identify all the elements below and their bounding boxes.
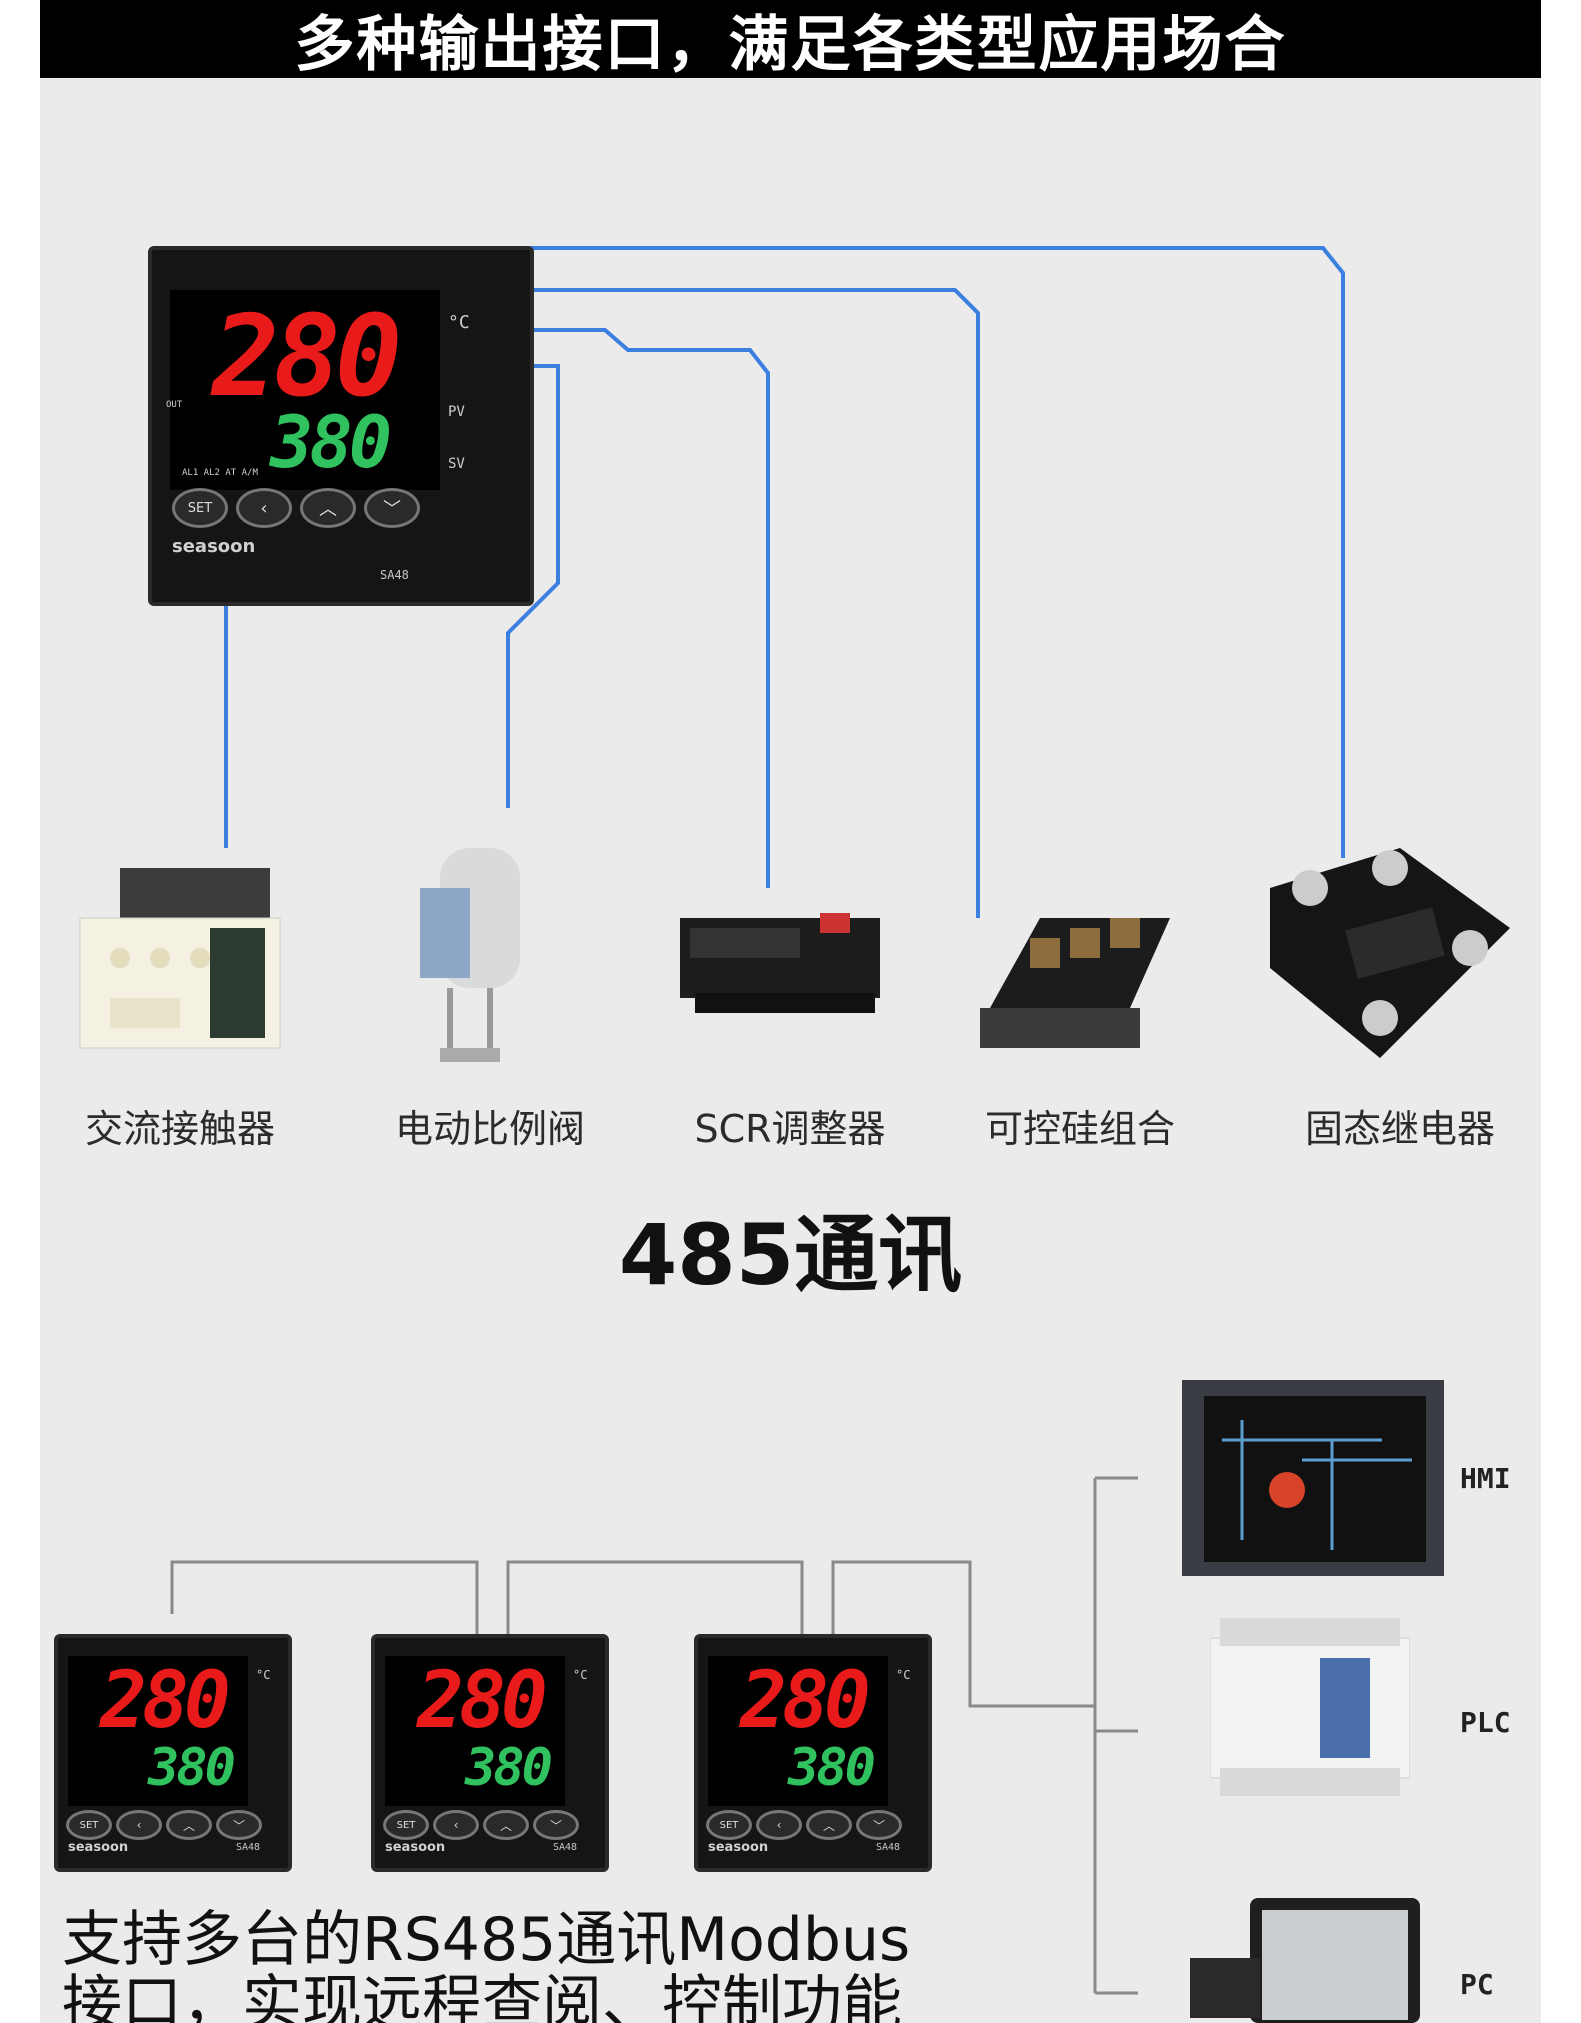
brand-label: seasoon — [68, 1840, 129, 1855]
brand-label: seasoon — [172, 536, 256, 557]
unit-label: °C — [256, 1668, 271, 1682]
down-button[interactable]: ﹀ — [533, 1810, 579, 1840]
sv-readout: 380 — [465, 1738, 553, 1798]
target-label-hmi: HMI — [1460, 1462, 1511, 1495]
hmi-panel-icon — [1182, 1380, 1444, 1576]
up-button[interactable]: ︿ — [806, 1810, 852, 1840]
output-label-contactor: 交流接触器 — [84, 1107, 275, 1151]
laptop-icon — [1190, 1898, 1420, 2023]
down-button[interactable]: ﹀ — [216, 1810, 262, 1840]
unit-label: °C — [896, 1668, 911, 1682]
target-label-pc: PC — [1460, 1968, 1494, 2001]
caption-line-2: 接口，实现远程查阅、控制功能 — [62, 1969, 902, 2023]
scr-regulator-icon — [680, 913, 880, 1013]
left-button[interactable]: ‹ — [236, 488, 292, 528]
left-button[interactable]: ‹ — [433, 1810, 479, 1840]
solid-state-relay-icon — [1270, 848, 1510, 1058]
output-label-thyristor: 可控硅组合 — [984, 1107, 1175, 1151]
up-button[interactable]: ︿ — [300, 488, 356, 528]
output-label-valve: 电动比例阀 — [394, 1107, 585, 1151]
contactor-icon — [79, 868, 281, 1049]
sv-label: SV — [448, 456, 465, 472]
unit-label: °C — [573, 1668, 588, 1682]
alarm-labels: AL1 AL2 AT A/M — [182, 468, 258, 478]
brand-label: seasoon — [708, 1840, 769, 1855]
left-button[interactable]: ‹ — [756, 1810, 802, 1840]
valve-actuator-icon — [420, 848, 520, 1062]
sv-readout: 380 — [270, 400, 392, 484]
pv-readout: 280 — [212, 292, 402, 422]
model-label: SA48 — [380, 568, 409, 582]
down-button[interactable]: ﹀ — [856, 1810, 902, 1840]
output-label-ssr: 固态继电器 — [1304, 1107, 1495, 1151]
down-button[interactable]: ﹀ — [364, 488, 420, 528]
unit-label: °C — [448, 312, 470, 333]
target-label-plc: PLC — [1460, 1706, 1511, 1739]
content-panel: 280 380 °C PV SV OUT AL1 AL2 AT A/M SET … — [40, 78, 1541, 2023]
pv-readout: 280 — [740, 1656, 871, 1746]
header-banner: 多种输出接口，满足各类型应用场合 — [40, 0, 1541, 80]
sv-readout: 380 — [148, 1738, 236, 1798]
pv-readout: 280 — [417, 1656, 548, 1746]
model-label: SA48 — [876, 1842, 901, 1853]
set-button[interactable]: SET — [172, 488, 228, 528]
pv-label: PV — [448, 404, 465, 420]
brand-label: seasoon — [385, 1840, 446, 1855]
model-label: SA48 — [553, 1842, 578, 1853]
left-button[interactable]: ‹ — [116, 1810, 162, 1840]
output-label-scr: SCR调整器 — [694, 1107, 886, 1151]
sv-readout: 380 — [788, 1738, 876, 1798]
header-title: 多种输出接口，满足各类型应用场合 — [294, 9, 1287, 80]
set-button[interactable]: SET — [383, 1810, 429, 1840]
comm-title: 485通讯 — [618, 1206, 963, 1304]
caption-line-1: 支持多台的RS485通讯Modbus — [62, 1905, 911, 1975]
thyristor-module-icon — [980, 918, 1170, 1048]
controller-node-1: 280 380 °C SET ‹ ︿ ﹀ seasoon SA48 — [54, 1634, 292, 1872]
set-button[interactable]: SET — [706, 1810, 752, 1840]
plc-icon — [1210, 1618, 1410, 1796]
comm-caption: 支持多台的RS485通讯Modbus 接口，实现远程查阅、控制功能 — [62, 1908, 910, 2023]
pv-readout: 280 — [100, 1656, 231, 1746]
set-button[interactable]: SET — [66, 1810, 112, 1840]
up-button[interactable]: ︿ — [166, 1810, 212, 1840]
controller-main: 280 380 °C PV SV OUT AL1 AL2 AT A/M SET … — [148, 246, 534, 606]
up-button[interactable]: ︿ — [483, 1810, 529, 1840]
controller-node-2: 280 380 °C SET ‹ ︿ ﹀ seasoon SA48 — [371, 1634, 609, 1872]
model-label: SA48 — [236, 1842, 261, 1853]
out-label: OUT — [166, 400, 183, 410]
controller-node-3: 280 380 °C SET ‹ ︿ ﹀ seasoon SA48 — [694, 1634, 932, 1872]
